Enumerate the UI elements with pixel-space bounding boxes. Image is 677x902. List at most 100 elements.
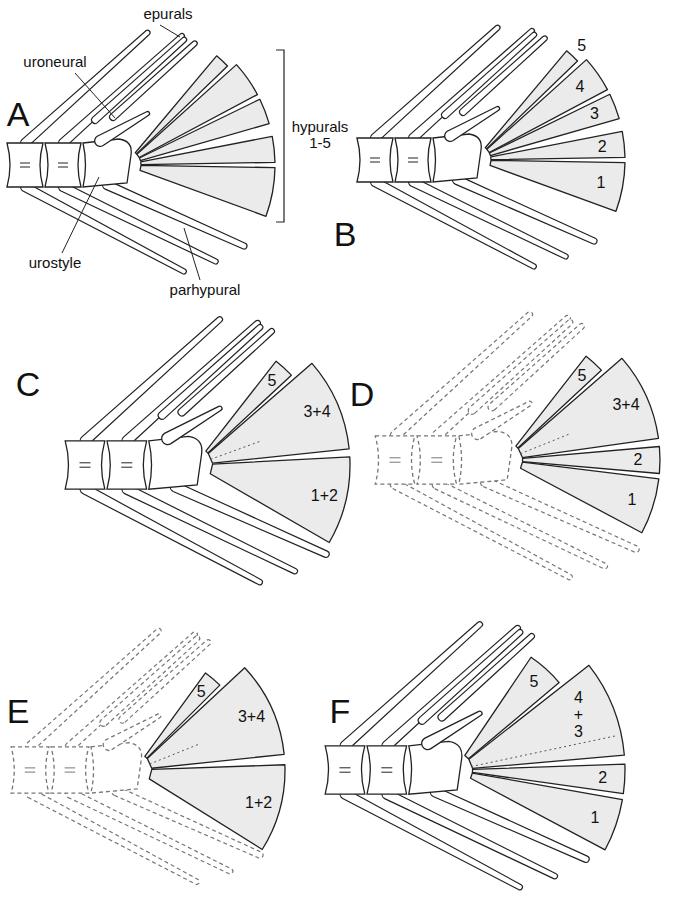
panel-letter: C	[16, 367, 41, 403]
leader-line	[62, 177, 99, 253]
spine-rod	[119, 640, 211, 723]
centrum-mark	[390, 458, 401, 462]
callout-number: 4	[575, 78, 584, 95]
callout-number: 3	[590, 106, 599, 123]
uroneural-bone	[472, 401, 532, 439]
callout-number: 1	[627, 492, 636, 509]
centrum	[367, 746, 407, 794]
fusion-line	[520, 434, 570, 454]
part-label: hypurals 1-5	[292, 119, 349, 151]
centrum-mark	[121, 463, 132, 467]
centrum-mark	[370, 158, 380, 162]
centrum-mark	[431, 458, 442, 462]
callout-number: 2	[598, 769, 607, 786]
panel-letter: F	[330, 694, 351, 730]
callout-number: 5	[530, 674, 539, 691]
centrum	[395, 138, 431, 182]
callout-number: 5	[197, 684, 206, 701]
hypural-plate	[147, 668, 284, 769]
hypural-group	[516, 356, 660, 533]
callout-number: 3+4	[303, 404, 330, 421]
callout-number: 5	[577, 368, 586, 385]
hypural-group	[135, 56, 275, 216]
part-label: urostyle	[29, 255, 82, 271]
callout-number: 1+2	[245, 795, 272, 812]
callout-number: 2	[634, 452, 643, 469]
hypural-group	[145, 668, 285, 850]
uroneural-bone	[422, 711, 482, 749]
centrum-mark	[381, 768, 392, 772]
spine-rod	[371, 178, 537, 269]
vertebra-group	[65, 406, 222, 489]
centrum-mark	[25, 768, 35, 772]
spine-rod	[80, 484, 262, 584]
hypural-plate	[208, 363, 349, 463]
bracket	[276, 50, 284, 222]
uroneural-bone	[103, 714, 161, 751]
spine-rod	[25, 788, 199, 884]
centrum	[357, 138, 393, 182]
leader-line	[75, 73, 115, 118]
uroneural-bone	[445, 107, 500, 142]
caudal-skeleton-panel	[325, 622, 625, 890]
centrum-mark	[408, 158, 418, 162]
urostyle-bone	[459, 431, 512, 484]
panel-letter: E	[7, 694, 30, 730]
centrum	[375, 436, 415, 484]
centrum-mark	[340, 768, 351, 772]
caudal-skeleton-panel	[7, 30, 275, 274]
callout-number: 5	[267, 373, 276, 390]
caudal-skeleton-panel	[375, 312, 660, 580]
callout-number: 1	[590, 810, 599, 827]
urostyle-bone	[409, 741, 462, 794]
hypural-group	[485, 51, 625, 211]
part-label: epurals	[143, 6, 192, 22]
centrum	[107, 441, 147, 489]
callout-number: 3+4	[238, 709, 265, 726]
callout-number: 3+4	[612, 396, 639, 413]
hypural-plate	[140, 165, 275, 216]
hypural-group	[465, 657, 625, 850]
panel-letter: B	[334, 217, 357, 253]
leader-line	[160, 25, 180, 37]
callout-number: 5	[577, 37, 586, 54]
hypural-plate	[491, 131, 625, 159]
callout-number: 4 + 3	[574, 690, 583, 740]
vertebra-group	[357, 107, 500, 182]
urostyle-bone	[433, 134, 481, 182]
centrum	[7, 143, 43, 187]
callout-number: 1+2	[311, 488, 338, 505]
urostyle-bone	[149, 436, 202, 489]
centrum	[45, 143, 81, 187]
centrum	[417, 436, 457, 484]
urostyle-bone	[91, 743, 142, 793]
uroneural-bone	[95, 112, 150, 147]
urostyle-bone	[83, 139, 131, 187]
centrum-mark	[65, 768, 76, 772]
centrum-mark	[80, 463, 91, 467]
caudal-skeleton-panel	[11, 628, 285, 884]
hypural-group	[206, 361, 350, 542]
centrum	[325, 746, 365, 794]
hypural-plate	[518, 358, 658, 457]
leader-line	[184, 228, 200, 280]
spine-rod	[340, 789, 522, 889]
part-label: parhypural	[170, 282, 241, 298]
fusion-line	[211, 441, 261, 459]
hypural-plate	[210, 457, 350, 543]
hypural-plate	[490, 160, 625, 211]
fusion-line	[471, 736, 616, 767]
centrum	[11, 747, 49, 793]
panel-letter: D	[350, 377, 375, 413]
uroneural-bone	[162, 406, 222, 444]
centrum	[65, 441, 105, 489]
centrum	[51, 747, 89, 793]
caudal-skeleton-panel	[357, 25, 625, 269]
callout-number: 1	[596, 175, 605, 192]
spine-rod	[21, 183, 187, 274]
panel-letter: A	[7, 97, 30, 133]
hypural-plate	[141, 136, 275, 164]
